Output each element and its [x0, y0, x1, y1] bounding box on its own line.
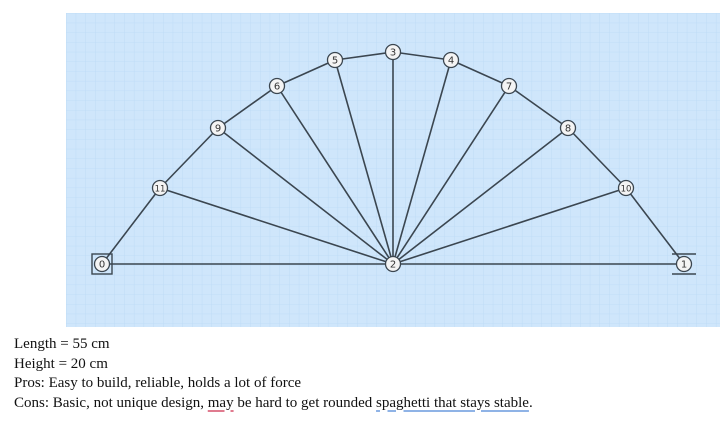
- design-notes: Length = 55 cm Height = 20 cm Pros: Easy…: [14, 335, 533, 413]
- node-circle[interactable]: [442, 51, 460, 69]
- node-label: 10: [621, 185, 632, 195]
- node-label: 4: [448, 56, 454, 67]
- node-circle[interactable]: [93, 255, 111, 273]
- cons-end: .: [528, 394, 533, 411]
- node-circle[interactable]: [675, 255, 693, 273]
- node-label: 8: [565, 124, 571, 135]
- member-2-11[interactable]: [159, 187, 394, 265]
- node-label: 0: [99, 260, 105, 271]
- node-label: 6: [274, 82, 280, 93]
- node-label: 9: [215, 124, 221, 135]
- cons-text: Cons: Basic, not unique design, may be h…: [14, 394, 533, 414]
- member-3-4[interactable]: [392, 51, 452, 61]
- node-11[interactable]: 11: [151, 179, 169, 197]
- node-circle[interactable]: [326, 51, 344, 69]
- member-10-1[interactable]: [625, 187, 685, 265]
- length-text: Length = 55 cm: [14, 336, 110, 352]
- member-4-7[interactable]: [450, 59, 510, 87]
- node-label: 7: [506, 82, 512, 93]
- supports: [91, 253, 696, 275]
- member-2-4[interactable]: [392, 59, 452, 265]
- node-label: 5: [332, 56, 338, 67]
- nodes: 0 1 2 3 4 5 6 7 8 9 10 11: [93, 43, 693, 273]
- member-2-5[interactable]: [334, 59, 394, 265]
- member-8-10[interactable]: [567, 127, 627, 189]
- node-circle[interactable]: [209, 119, 227, 137]
- node-10[interactable]: 10: [617, 179, 635, 197]
- node-6[interactable]: 6: [268, 77, 286, 95]
- node-circle[interactable]: [617, 179, 635, 197]
- member-2-7[interactable]: [392, 85, 510, 265]
- node-label: 1: [681, 260, 687, 271]
- node-3[interactable]: 3: [384, 43, 402, 61]
- height-text: Height = 20 cm: [14, 355, 108, 372]
- node-circle[interactable]: [384, 255, 402, 273]
- member-11-9[interactable]: [159, 127, 219, 189]
- pinned-support-icon: [91, 253, 113, 275]
- member-2-8[interactable]: [392, 127, 569, 265]
- spellcheck-word[interactable]: may: [207, 394, 234, 411]
- node-circle[interactable]: [151, 179, 169, 197]
- member-6-5[interactable]: [276, 59, 336, 87]
- member-9-6[interactable]: [217, 85, 278, 129]
- node-9[interactable]: 9: [209, 119, 227, 137]
- node-label: 2: [390, 260, 396, 271]
- pros-text: Pros: Easy to build, reliable, holds a l…: [14, 375, 302, 391]
- node-1[interactable]: 1: [675, 255, 693, 273]
- node-circle[interactable]: [500, 77, 518, 95]
- node-8[interactable]: 8: [559, 119, 577, 137]
- cons-mid: be hard to get rounded: [233, 394, 377, 411]
- member-5-3[interactable]: [334, 51, 394, 61]
- member-2-10[interactable]: [392, 187, 627, 265]
- members: [101, 51, 685, 265]
- member-7-8[interactable]: [508, 85, 569, 129]
- member-2-9[interactable]: [217, 127, 394, 265]
- member-2-6[interactable]: [276, 85, 394, 265]
- node-label: 3: [390, 48, 396, 59]
- node-4[interactable]: 4: [442, 51, 460, 69]
- cons-start: Cons: Basic, not unique design,: [14, 394, 208, 411]
- node-label: 11: [155, 185, 166, 195]
- node-5[interactable]: 5: [326, 51, 344, 69]
- member-0-11[interactable]: [101, 187, 161, 265]
- truss-diagram: 0 1 2 3 4 5 6 7 8 9 10 11: [66, 13, 720, 327]
- node-circle[interactable]: [559, 119, 577, 137]
- node-7[interactable]: 7: [500, 77, 518, 95]
- node-2[interactable]: 2: [384, 255, 402, 273]
- node-circle[interactable]: [384, 43, 402, 61]
- node-circle[interactable]: [268, 77, 286, 95]
- grammar-suggestion[interactable]: spaghetti that stays stable: [376, 394, 529, 411]
- node-0[interactable]: 0: [93, 255, 111, 273]
